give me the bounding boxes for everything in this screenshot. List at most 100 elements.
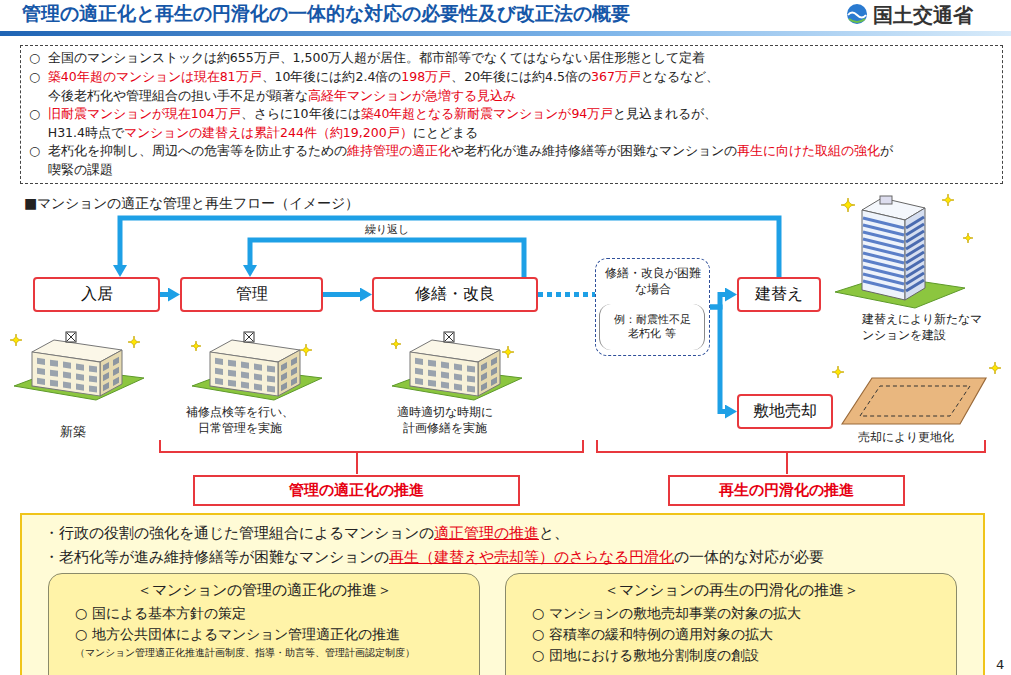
text-line: ○全国のマンションストックは約655万戸、1,500万人超が居住。都市部等でなく… <box>29 49 994 68</box>
example-text: 例：耐震性不足 老朽化 等 <box>604 313 700 342</box>
sparkle <box>942 194 954 206</box>
process-box: 建替え <box>737 277 821 312</box>
condition-text: 修繕・改良が困難な場合 <box>601 265 704 297</box>
bullet-text: ○ <box>29 105 48 124</box>
example-box: 例：耐震性不足 老朽化 等 <box>599 304 705 350</box>
side-wall <box>278 350 300 396</box>
lot-outline <box>860 386 970 416</box>
front-wall <box>410 352 478 396</box>
summary-text: 適正管理の推進 <box>434 524 539 542</box>
rooftop-box <box>244 332 254 342</box>
rooftop-box <box>444 332 454 342</box>
flow-arrow <box>323 292 360 297</box>
bullet-text: ○ <box>29 68 48 87</box>
text-line: H31.4時点でマンションの建替えは累計244件（約19,200戸）にとどまる <box>29 124 994 143</box>
logo-arc <box>849 19 865 22</box>
process-box: 敷地売却 <box>737 394 833 429</box>
apartment-illustration <box>392 332 522 400</box>
summary-text: ・行政の役割の強化を通じた管理組合によるマンションの <box>44 524 434 542</box>
process-label: 入居 <box>81 284 113 305</box>
text-line: ・老朽化等が進み維持修繕等が困難なマンションの再生（建替えや売却等）のさらなる円… <box>44 545 961 569</box>
measure-text: （マンション管理適正化推進計画制度、指導・助言等、管理計画認定制度） <box>59 645 469 661</box>
category-label: 管理の適正化の推進 <box>193 475 520 506</box>
sparkle <box>502 346 514 358</box>
bullet-text: 維持管理の適正化 <box>347 143 451 158</box>
title-text: 管理の適正化と再生の円滑化の一体的な対応の必要性及び改正法の概要 <box>22 1 630 27</box>
bullet-text: H31.4時点で <box>48 125 124 140</box>
logo-wave <box>848 13 866 18</box>
side-windows <box>103 357 119 392</box>
measure-text: ＜マンションの再生の円滑化の推進＞ <box>516 579 946 601</box>
text-line: ○築40年超のマンションは現在81万戸、10年後には約2.4倍の198万戸、20… <box>29 68 994 87</box>
bullet-text: 、10年後には約2.4倍の <box>262 69 402 84</box>
bullet-text: 再生に向けた取組の強化 <box>737 143 880 158</box>
logo-mark <box>847 4 867 24</box>
bullet-text: 今後老朽化や管理組合の担い手不足が顕著な <box>48 88 308 103</box>
summary-text: ・老朽化等が進み維持修繕等が困難なマンションの <box>44 548 389 566</box>
text-line: 今後老朽化や管理組合の担い手不足が顕著な高経年マンションが急増する見込み <box>29 87 994 106</box>
bullet-text: にとどまる <box>413 125 478 140</box>
process-box: 入居 <box>33 277 160 312</box>
condition-box: 修繕・改良が困難な場合例：耐震性不足 老朽化 等 <box>595 258 710 356</box>
text-line: ○老朽化を抑制し、周辺への危害等を防止するための維持管理の適正化や老朽化が進み維… <box>29 142 994 161</box>
bullet-text: マンションの建替えは累計244件（約19,200戸） <box>124 125 413 140</box>
category-text: 管理の適正化の推進 <box>289 481 424 500</box>
bullet-panel: ○全国のマンションストックは約655万戸、1,500万人超が居住。都市部等でなく… <box>20 45 1003 184</box>
bullet-text: 全国のマンションストックは約655万戸、1,500万人超が居住。都市部等でなくて… <box>48 50 706 65</box>
tower-illustration <box>835 196 965 308</box>
bullet-text: 198万戸 <box>401 69 451 84</box>
bullet-text: 、20年後には約4.5倍の <box>451 69 591 84</box>
measure-box: ＜マンションの管理の適正化の推進＞○ 国による基本方針の策定○ 地方公共団体によ… <box>48 573 480 675</box>
process-label: 敷地売却 <box>753 401 817 422</box>
summary-text: 再生（建替えや売却等）のさらなる円滑化 <box>389 548 674 566</box>
bullet-text: ○ <box>29 49 48 68</box>
measure-box: ＜マンションの再生の円滑化の推進＞○ マンションの敷地売却事業の対象の拡大○ 容… <box>505 573 957 675</box>
bullet-text: 、さらに10年後には <box>241 106 361 121</box>
bracket <box>160 440 583 474</box>
measure-text: ○ マンションの敷地売却事業の対象の拡大 <box>516 603 946 624</box>
sparkle <box>391 339 401 349</box>
sparkle <box>989 362 1001 374</box>
measure-text: ○ 容積率の緩和特例の適用対象の拡大 <box>516 624 946 645</box>
bracket <box>597 440 985 474</box>
apartment-illustration <box>192 332 322 400</box>
front-wall <box>210 352 278 396</box>
side-windows <box>281 357 297 392</box>
text-line: ・行政の役割の強化を通じた管理組合によるマンションの適正管理の推進と、 <box>44 521 961 545</box>
section-heading: ■マンションの適正な管理と再生フロー（イメージ） <box>24 194 359 212</box>
front-wall <box>32 352 100 396</box>
bullet-text: 築40年超のマンションは現在81万戸 <box>48 69 262 84</box>
apartment-illustration <box>14 332 144 400</box>
caption-text: 補修点検等を行い、日常管理を実施 <box>183 405 297 436</box>
bullet-text: が <box>880 143 893 158</box>
sparkle <box>841 198 855 212</box>
caption-text: 売却により更地化 <box>858 430 954 446</box>
text-line: 喫緊の課題 <box>29 161 994 180</box>
bullet-text: や老朽化が進み維持修繕等が困難なマンションの <box>451 143 737 158</box>
measure-text: ○ 地方公共団体によるマンション管理適正化の推進 <box>59 624 469 645</box>
bullet-text: 老朽化を抑制し、周辺への危害等を防止するための <box>48 143 347 158</box>
bullet-text: 喫緊の課題 <box>48 162 113 177</box>
sparkle <box>10 334 22 346</box>
bullet-text: 旧耐震マンションが現在104万戸 <box>48 106 241 121</box>
sparkle <box>191 341 201 351</box>
vacant-lot <box>842 378 986 424</box>
bullet-text: ○ <box>29 142 48 161</box>
bullet-text: となるなど、 <box>641 69 719 84</box>
caption-text: 建替えにより新たなマンションを建設 <box>862 312 982 343</box>
category-text: 再生の円滑化の推進 <box>719 481 854 500</box>
sparkle <box>300 344 312 356</box>
process-label: 管理 <box>236 284 268 305</box>
measure-text: ○ 団地における敷地分割制度の創設 <box>516 645 946 666</box>
text-line: ○旧耐震マンションが現在104万戸、さらに10年後には築40年超となる新耐震マン… <box>29 105 994 124</box>
summary-text: の一体的な対応が必要 <box>674 548 824 566</box>
bullet-text: 367万戸 <box>591 69 641 84</box>
caption-text: 適時適切な時期に計画修繕を実施 <box>393 405 497 436</box>
caption-text: 新築 <box>60 424 86 441</box>
bullet-text: 築40年超となる新耐震マンションが94万戸 <box>361 106 614 121</box>
process-label: 建替え <box>755 284 803 305</box>
flow-arrow <box>710 307 725 412</box>
side-windows <box>481 357 497 392</box>
